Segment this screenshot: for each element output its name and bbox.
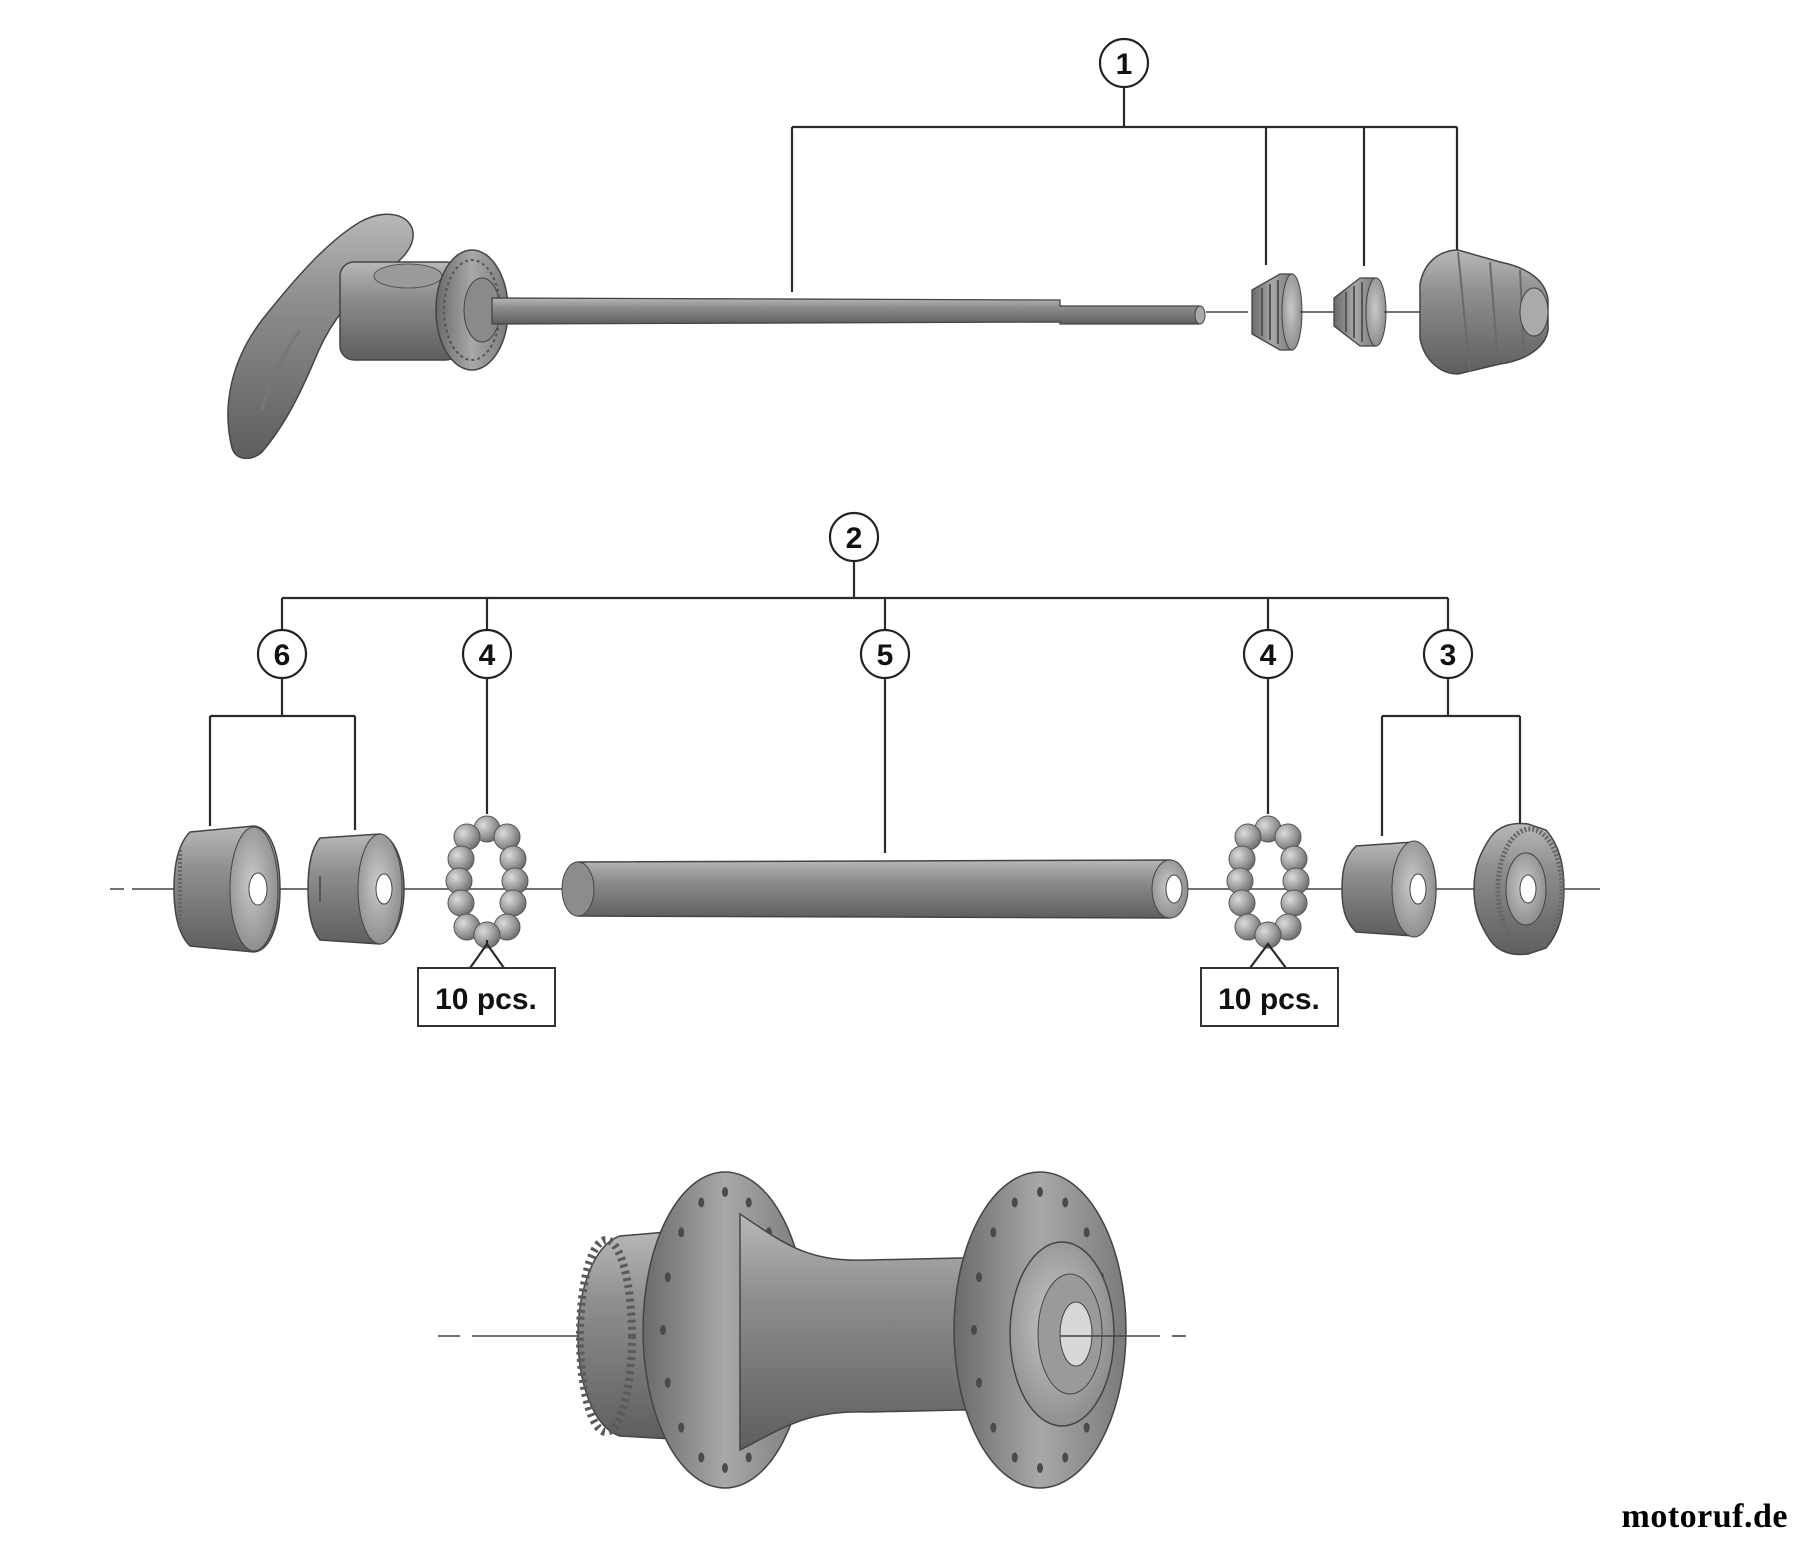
callout-5: 5: [859, 628, 911, 680]
bearing-ball: [1254, 921, 1282, 949]
skewer-spring-small: [1333, 277, 1387, 347]
bearing-ball: [1228, 889, 1256, 917]
callout-2: 2: [828, 511, 880, 563]
bearing-ball: [1280, 889, 1308, 917]
spoke-hole: [1083, 1422, 1090, 1433]
callout-3: 3: [1422, 628, 1474, 680]
spoke-hole: [745, 1197, 752, 1208]
spoke-hole: [990, 1422, 997, 1433]
spoke-hole: [971, 1325, 977, 1335]
bearing-ball: [473, 921, 501, 949]
axle-locknut-right: [1473, 822, 1565, 956]
skewer-adjusting-nut: [1419, 249, 1549, 375]
svg-text:1: 1: [1116, 48, 1133, 81]
spoke-hole: [976, 1377, 983, 1388]
spoke-hole: [1037, 1187, 1043, 1197]
spoke-hole: [664, 1272, 671, 1283]
hub-body: [739, 1212, 981, 1452]
quick-release-assembly: 1: [227, 37, 1549, 460]
svg-text:6: 6: [274, 639, 291, 672]
svg-text:4: 4: [479, 639, 496, 672]
axle-cone-right: [1341, 840, 1437, 938]
svg-text:3: 3: [1440, 639, 1457, 672]
spoke-hole: [745, 1452, 752, 1463]
svg-text:10 pcs.: 10 pcs.: [435, 983, 537, 1016]
spoke-hole: [1011, 1197, 1018, 1208]
spoke-hole: [698, 1452, 705, 1463]
hollow-axle: [561, 859, 1189, 919]
spoke-hole: [1062, 1452, 1069, 1463]
spoke-hole: [990, 1227, 997, 1238]
svg-text:10 pcs.: 10 pcs.: [1218, 983, 1320, 1016]
hub-shell: [438, 1171, 1186, 1489]
spoke-hole: [1062, 1197, 1069, 1208]
bearing-balls-left: [445, 815, 529, 949]
skewer-spring-large: [1251, 273, 1303, 351]
spoke-hole: [660, 1325, 666, 1335]
spoke-hole: [664, 1377, 671, 1388]
callout-1: 1: [1098, 37, 1150, 89]
spoke-hole: [1037, 1463, 1043, 1473]
bearing-ball: [499, 889, 527, 917]
spoke-hole: [1083, 1227, 1090, 1238]
svg-text:4: 4: [1260, 639, 1277, 672]
spoke-hole: [1011, 1452, 1018, 1463]
ball-count-box-left: 10 pcs.: [417, 967, 556, 1027]
spoke-hole: [678, 1422, 685, 1433]
skewer-rod: [491, 297, 1201, 325]
bearing-ball: [447, 889, 475, 917]
svg-text:2: 2: [846, 522, 863, 555]
spoke-hole: [722, 1463, 728, 1473]
axle-cone-left: [307, 833, 405, 945]
watermark: motoruf.de: [1622, 1498, 1788, 1536]
spoke-hole: [976, 1272, 983, 1283]
callout-4-left: 4: [461, 628, 513, 680]
callout-6: 6: [256, 628, 308, 680]
bearing-balls-right: [1226, 815, 1310, 949]
spoke-hole: [698, 1197, 705, 1208]
spoke-hole: [722, 1187, 728, 1197]
spoke-hole: [678, 1227, 685, 1238]
callout-4-right: 4: [1242, 628, 1294, 680]
watermark-text: motoruf.de: [1621, 1498, 1788, 1535]
axle-assembly: 2 6 4 5 4 3: [110, 511, 1600, 1027]
svg-text:5: 5: [877, 639, 894, 672]
axle-locknut-left: [173, 825, 281, 953]
ball-count-box-right: 10 pcs.: [1200, 967, 1339, 1027]
